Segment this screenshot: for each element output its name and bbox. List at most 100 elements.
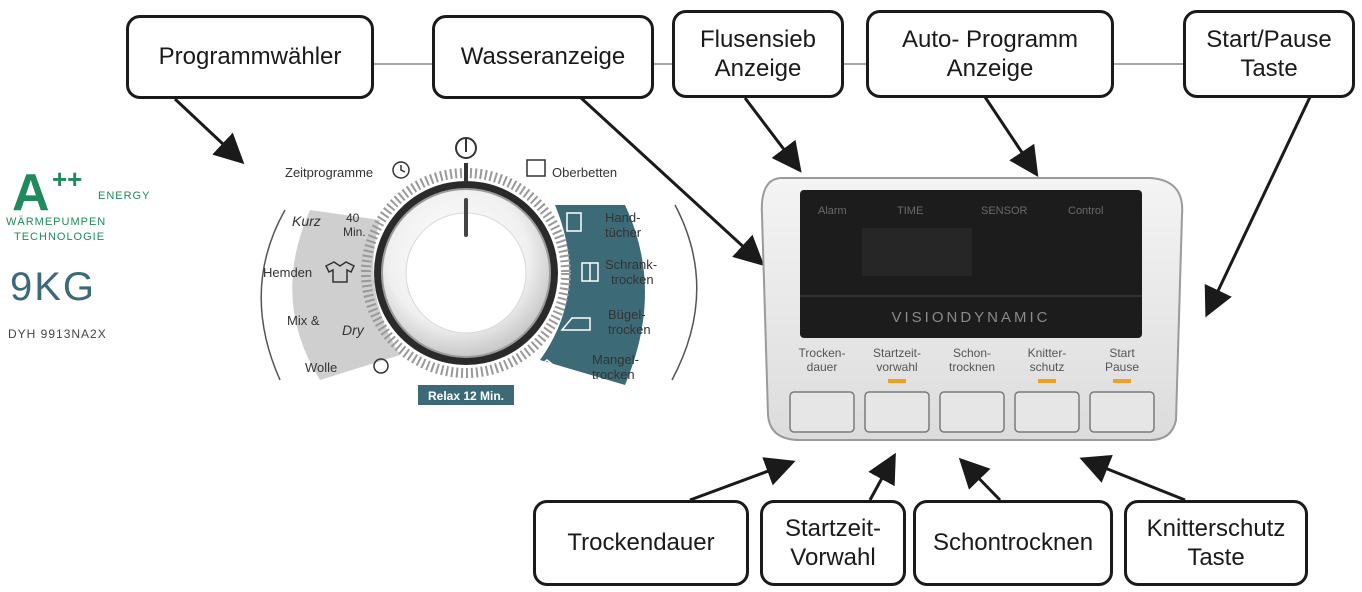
clock-icon-hands [400, 165, 406, 173]
control-panel: Alarm TIME SENSOR Control VISIONDYNAMIC … [760, 177, 1184, 441]
tech-line-2: TECHNOLOGIE [14, 231, 105, 243]
label-mangel-2: trocken [592, 367, 635, 382]
label-hand-2: tücher [605, 225, 642, 240]
callout-programmwaehler: Programmwähler [126, 15, 374, 99]
callout-knitterschutz-line-1: Knitterschutz [1146, 514, 1286, 542]
callout-auto-programm: Auto- Programm Anzeige [866, 10, 1114, 98]
label-zeitprogramme: Zeitprogramme [285, 165, 373, 180]
arrow-programmwaehler [173, 97, 245, 165]
callout-startzeit: Startzeit- Vorwahl [760, 500, 906, 586]
panel-button-label-line-1: Schon- [953, 346, 991, 360]
panel-button-label-line-2: vorwahl [876, 360, 917, 374]
dial-band-right [540, 205, 645, 385]
panel-button-group-0: Trocken-dauer [789, 346, 855, 433]
label-buegel-2: trocken [608, 322, 651, 337]
towel-icon [566, 212, 582, 232]
panel-button-label-line-2: dauer [807, 360, 838, 374]
callout-wasseranzeige-text: Wasseranzeige [460, 43, 626, 71]
label-mangel-1: Mangel- [592, 352, 639, 367]
panel-buttons: Trocken-dauerStartzeit-vorwahlSchon-troc… [789, 346, 1155, 433]
callout-start-pause-line-1: Start/Pause [1206, 25, 1332, 53]
panel-button-group-1: Startzeit-vorwahl [864, 346, 930, 433]
panel-button-label-line-2: schutz [1030, 360, 1065, 374]
relax-box [418, 385, 514, 405]
brand-block: A ++ ENERGY WÄRMEPUMPEN TECHNOLOGIE 9KG … [6, 164, 150, 341]
callout-knitterschutz-line-2: Taste [1187, 544, 1245, 571]
indicator-sensor: SENSOR [981, 205, 1028, 217]
model-number: DYH 9913NA2X [8, 327, 107, 341]
panel-button[interactable] [939, 391, 1005, 433]
mangle-icon [534, 359, 560, 369]
callout-startzeit-line-2: Vorwahl [790, 544, 876, 571]
arrow-schontrocknen [958, 457, 1002, 502]
callout-flusensieb-line-2: Anzeige [714, 55, 802, 82]
clock-icon [392, 161, 410, 179]
tech-line-1: WÄRMEPUMPEN [6, 216, 106, 228]
panel-brand-name: VISIONDYNAMIC [891, 309, 1050, 326]
panel-button-label-line-2: Pause [1105, 360, 1139, 374]
panel-button[interactable] [1014, 391, 1080, 433]
label-kurz-min-2: Min. [343, 225, 366, 239]
wool-icon [373, 358, 389, 374]
label-mix-2: Dry [342, 322, 365, 338]
label-kurz-min-1: 40 [346, 211, 360, 225]
callout-knitterschutz: Knitterschutz Taste [1124, 500, 1308, 586]
relax-label: Relax 12 Min. [428, 389, 504, 403]
arrow-flusensieb [743, 97, 802, 173]
callout-start-pause: Start/Pause Taste [1183, 10, 1355, 98]
panel-button-label-line-1: Trocken- [799, 346, 846, 360]
indicator-control: Control [1068, 205, 1103, 217]
label-kurz: Kurz [292, 213, 321, 229]
panel-button[interactable] [1089, 391, 1155, 433]
label-buegel-1: Bügel- [608, 307, 646, 322]
duvet-icon [526, 159, 546, 177]
panel-button-label-line-1: Start [1109, 346, 1135, 360]
dial-bracket-left [260, 209, 286, 381]
label-oberbetten: Oberbetten [552, 165, 617, 180]
label-wolle: Wolle [305, 360, 337, 375]
panel-button[interactable] [864, 391, 930, 433]
callout-start-pause-line-2: Taste [1240, 55, 1298, 82]
arrow-start-pause [1204, 96, 1312, 318]
panel-button-label-line-1: Knitter- [1028, 346, 1067, 360]
callout-schontrocknen: Schontrocknen [913, 500, 1113, 586]
arrow-auto-programm [983, 96, 1039, 177]
panel-button-led [1038, 379, 1056, 383]
label-schrank-2: trocken [611, 272, 654, 287]
callout-flusensieb: Flusensieb Anzeige [672, 10, 844, 98]
display-digit-area [862, 228, 972, 276]
panel-button-label-line-2: trocknen [949, 360, 995, 374]
dial-bracket-right [671, 204, 698, 381]
program-dial: Relax 12 Min. Zeitprogramme Oberbetten K… [260, 137, 698, 405]
panel-button-group-3: Knitter-schutz [1014, 346, 1080, 433]
callout-trockendauer-text: Trockendauer [567, 529, 715, 557]
label-hemden: Hemden [263, 265, 312, 280]
arrow-knitterschutz [1079, 454, 1186, 502]
panel-button-label-line-1: Startzeit- [873, 346, 921, 360]
indicator-alarm: Alarm [818, 205, 847, 217]
callout-flusensieb-line-1: Flusensieb [699, 25, 817, 53]
panel-button-led [888, 379, 906, 383]
panel-button[interactable] [789, 391, 855, 433]
label-schrank-1: Schrank- [605, 257, 657, 272]
arrow-wasseranzeige [578, 95, 765, 267]
panel-button-group-2: Schon-trocknen [939, 346, 1005, 433]
callout-wasseranzeige: Wasseranzeige [432, 15, 654, 99]
label-hand-1: Hand- [605, 210, 640, 225]
energy-word: ENERGY [98, 190, 150, 202]
indicator-time: TIME [897, 205, 923, 217]
energy-class-letter: A [12, 164, 50, 222]
callout-programmwaehler-text: Programmwähler [158, 43, 342, 71]
capacity-label: 9KG [10, 265, 96, 309]
shirt-icon [324, 261, 356, 283]
arrow-trockendauer [689, 457, 796, 502]
callout-auto-programm-line-2: Anzeige [946, 55, 1034, 82]
iron-icon [560, 317, 591, 331]
energy-plus: ++ [52, 164, 82, 194]
arrows [173, 95, 1312, 502]
arrow-startzeit [868, 452, 896, 501]
label-mix-1: Mix & [287, 313, 320, 328]
